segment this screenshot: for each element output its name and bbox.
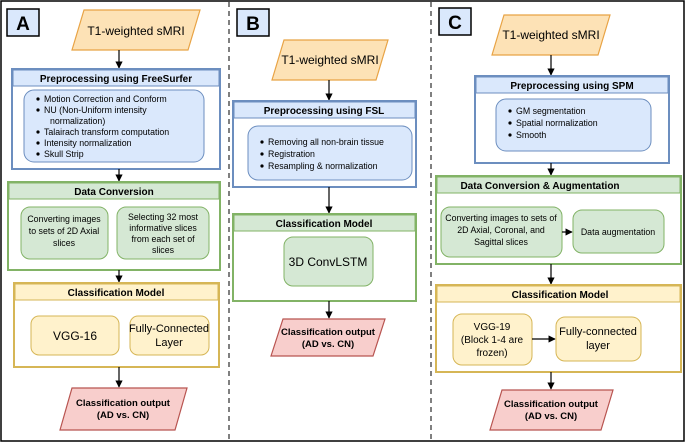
panel-a-step-2b: normalization) <box>50 116 105 126</box>
panel-c-conversion-frame <box>435 175 682 265</box>
panel-c-input-shape <box>491 14 611 56</box>
panel-c-badge <box>438 7 472 36</box>
panel-c-preprocessing-header <box>475 76 669 94</box>
panel-c-conversion-title: Data Conversion & Augmentation <box>460 181 619 192</box>
panel-a-conversion-frame <box>7 181 221 271</box>
panel-c-step-3: Smooth <box>516 130 546 140</box>
panel-c-step-2: Spatial normalization <box>516 118 598 128</box>
panel-c-classification-title: Classification Model <box>512 290 609 301</box>
panel-c-vgg19-line-3: frozen) <box>476 348 507 359</box>
panel-a-step-2: NU (Non-Uniform intensity <box>44 105 147 115</box>
panel-c-step-1: GM segmentation <box>516 106 586 116</box>
panel-a-preprocessing-steps <box>23 89 205 163</box>
panel-a-conversion-box-1-line-2: to sets of 2D Axial <box>29 226 99 236</box>
panel-a-conversion-box-2 <box>116 206 210 260</box>
panel-a-fc-line-1: Fully-Connected <box>129 323 209 335</box>
panel-b-input-shape <box>271 39 389 81</box>
panel-c-fc-box <box>555 316 642 362</box>
panel-b-badge <box>236 8 270 37</box>
panel-c-conversion-box-2-label: Data augmentation <box>581 227 655 237</box>
panel-a-preprocessing-header <box>12 69 220 87</box>
panel-c-conversion-box-1-line-2: 2D Axial, Coronal, and <box>457 225 545 235</box>
panel-c-fc-line-1: Fully-connected <box>559 326 637 338</box>
panel-a-conversion-box-2-line-1: Selecting 32 most <box>128 212 198 222</box>
panel-a-vgg16-label: VGG-16 <box>53 329 97 343</box>
panel-c-input-label: T1-weighted sMRI <box>502 28 599 42</box>
panel-a-letter: A <box>16 14 30 35</box>
panel-b-classification-title: Classification Model <box>276 219 373 230</box>
panel-c-preprocessing-steps <box>495 98 652 152</box>
panel-a-badge <box>6 8 40 37</box>
panel-a-preprocessing-title: Preprocessing using FreeSurfer <box>40 74 192 85</box>
panel-a-conversion-box-2-line-4: slices <box>152 245 175 255</box>
panel-a-vgg16-box <box>30 315 120 356</box>
panel-c-preprocessing-title: Preprocessing using SPM <box>510 81 633 92</box>
panel-b-output-line-2: (AD vs. CN) <box>302 339 354 350</box>
panel-a-conversion-box-1 <box>20 206 109 260</box>
panel-a-conversion-box-2-line-3: from each set of <box>131 234 195 244</box>
panel-b-step-3: Resampling & normalization <box>268 161 378 171</box>
panel-b-output-shape <box>270 318 386 357</box>
panel-b-letter: B <box>246 14 260 35</box>
panel-a-classification-title: Classification Model <box>68 288 165 299</box>
panel-a-output-line-2: (AD vs. CN) <box>97 410 149 421</box>
panel-a-step-1: Motion Correction and Conform <box>44 94 167 104</box>
panel-c-vgg19-line-1: VGG-19 <box>474 322 511 333</box>
panel-b-preprocessing-steps <box>247 125 413 181</box>
panel-a-conversion-header <box>8 182 220 200</box>
panel-a-output-shape <box>59 387 188 431</box>
panel-b-preprocessing-header <box>233 101 416 119</box>
panel-a-classification-header <box>14 283 219 301</box>
panel-a-conversion-title: Data Conversion <box>74 187 153 198</box>
panel-c-output-shape <box>489 389 614 431</box>
panel-b-preprocessing-title: Preprocessing using FSL <box>264 106 385 117</box>
panel-b-input-label: T1-weighted sMRI <box>281 53 378 67</box>
panel-a: A T1-weighted sMRI Preprocessing using F… <box>6 8 221 431</box>
panel-c-conversion-box-1-line-1: Converting images to sets of <box>445 213 557 223</box>
panel-a-classification-frame <box>13 282 220 368</box>
panel-b-step-2: Registration <box>268 149 315 159</box>
panel-b-preprocessing-frame <box>232 100 417 188</box>
panel-c-classification-frame <box>435 284 682 373</box>
panel-a-fc-line-2: Layer <box>155 337 183 349</box>
panel-a-step-3: Talairach transform computation <box>44 127 169 137</box>
panel-b-convlstm-box <box>283 236 374 287</box>
panel-c-preprocessing-frame <box>474 75 670 164</box>
panel-a-conversion-box-2-line-2: informative slices <box>129 223 197 233</box>
panel-a-step-5: Skull Strip <box>44 149 84 159</box>
panel-c-vgg19-line-2: (Block 1-4 are <box>461 335 524 346</box>
panel-a-conversion-box-1-line-1: Converting images <box>27 214 101 224</box>
panel-c: C T1-weighted sMRI Preprocessing using S… <box>435 7 682 431</box>
panel-c-classification-header <box>436 285 681 303</box>
panel-a-input-label: T1-weighted sMRI <box>87 24 184 38</box>
panel-c-output-line-1: Classification output <box>504 399 599 410</box>
panel-b-step-1: Removing all non-brain tissue <box>268 137 384 147</box>
panel-a-fc-box <box>129 315 210 356</box>
panel-a-conversion-box-1-line-3: slices <box>53 238 76 248</box>
panel-b-classification-header <box>233 214 416 232</box>
panel-c-output-line-2: (AD vs. CN) <box>525 411 577 422</box>
panel-a-step-4: Intensity normalization <box>44 138 132 148</box>
panel-c-fc-line-2: layer <box>586 340 610 352</box>
panel-a-output-line-1: Classification output <box>76 398 171 409</box>
panel-c-letter: C <box>448 13 462 34</box>
panel-c-conversion-box-1-line-3: Sagittal slices <box>474 237 528 247</box>
panel-c-conversion-header <box>436 176 681 194</box>
panel-b-classification-frame <box>232 213 417 302</box>
panel-b-output-line-1: Classification output <box>281 327 376 338</box>
panel-b: B T1-weighted sMRI Preprocessing using F… <box>232 8 417 357</box>
panel-b-convlstm-label: 3D ConvLSTM <box>289 255 368 269</box>
panel-a-preprocessing-frame <box>11 68 221 170</box>
panel-c-conversion-box-2 <box>572 209 665 254</box>
panel-a-input-shape <box>71 9 201 51</box>
